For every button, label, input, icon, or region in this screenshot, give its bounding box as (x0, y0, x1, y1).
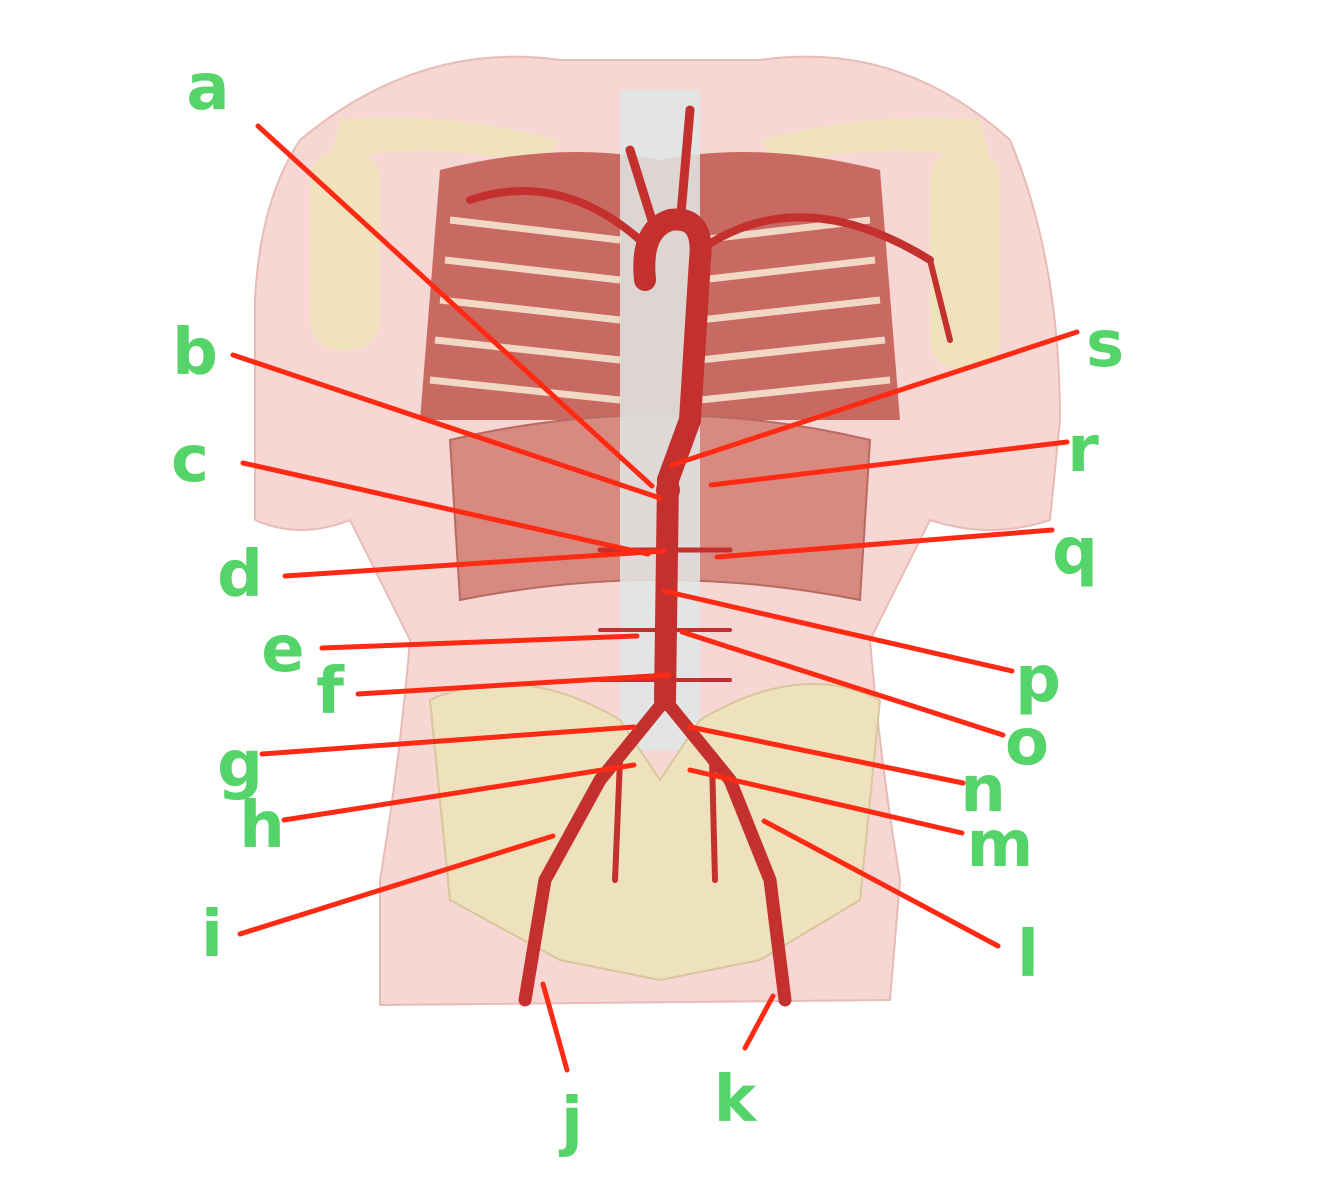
label-c: c (171, 423, 209, 497)
leader-line-p (661, 588, 1015, 674)
leader-line-j (540, 981, 570, 1073)
label-h: h (239, 789, 285, 863)
right-humerus (310, 150, 380, 350)
label-o: o (1005, 706, 1049, 780)
leader-line-f (355, 672, 671, 697)
label-r: r (1067, 413, 1099, 487)
leader-line-c (240, 460, 651, 557)
label-g: g (217, 728, 263, 802)
leader-line-l (761, 818, 1001, 949)
label-a: a (186, 51, 230, 125)
leader-line-a (255, 123, 655, 489)
left-clavicle (760, 117, 990, 165)
left-humerus (930, 150, 1000, 370)
leader-line-s (669, 329, 1080, 468)
leader-line-o (679, 629, 1006, 738)
leader-line-b (230, 352, 663, 501)
leader-line-d (282, 548, 667, 579)
leader-line-g (259, 724, 637, 757)
label-f: f (316, 655, 344, 729)
leader-line-n (687, 724, 966, 786)
label-p: p (1015, 643, 1061, 717)
leader-line-m (687, 767, 965, 836)
label-d: d (217, 538, 263, 612)
leader-line-k (742, 993, 776, 1051)
ribs (429, 216, 891, 404)
leader-line-r (708, 439, 1070, 488)
label-q: q (1052, 515, 1098, 589)
leader-line-e (319, 633, 640, 651)
label-m: m (966, 808, 1034, 882)
label-e: e (261, 613, 305, 687)
label-b: b (172, 316, 218, 390)
label-n: n (960, 753, 1006, 827)
label-l: l (1017, 918, 1039, 992)
leader-line-q (714, 527, 1055, 560)
label-i: i (201, 898, 223, 972)
leader-line-i (237, 833, 556, 937)
label-j: j (561, 1085, 583, 1159)
label-s: s (1085, 308, 1125, 382)
right-clavicle (330, 117, 560, 165)
label-k: k (713, 1063, 757, 1137)
leader-line-h (281, 762, 637, 823)
